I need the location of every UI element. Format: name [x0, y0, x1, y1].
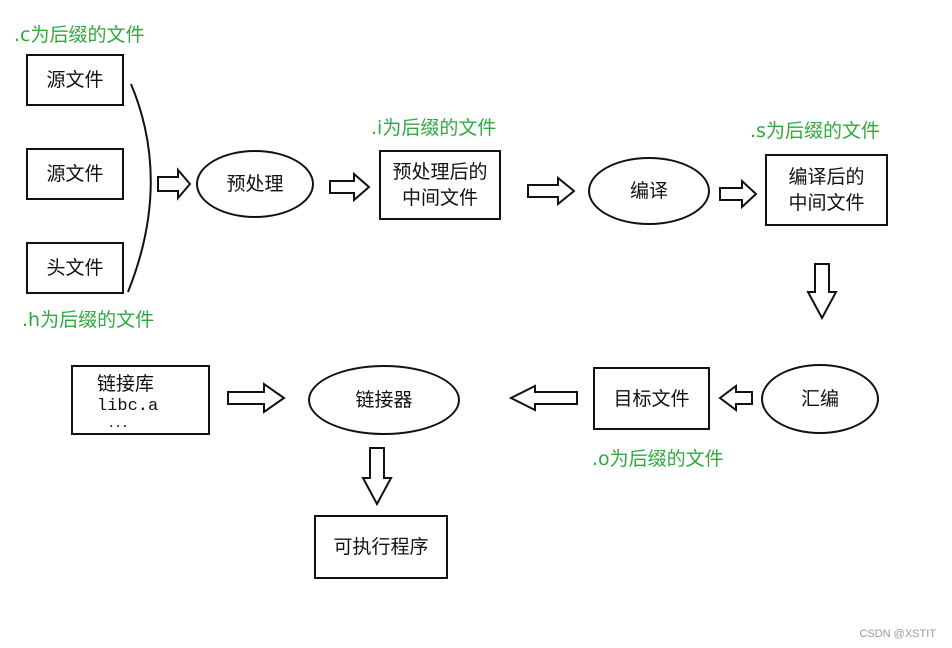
compile-label: 编译: [629, 180, 668, 202]
annotation-h-suffix: .h为后缀的文件: [22, 309, 155, 331]
arrow-library-to-linker: [227, 382, 286, 414]
preprocess-label: 预处理: [226, 173, 284, 195]
preprocessed-label-line2: 中间文件: [401, 187, 478, 209]
annotation-s-suffix: .s为后缀的文件: [750, 120, 880, 142]
preprocessed-file-box: 预处理后的 中间文件: [379, 150, 501, 220]
source-file-label-2: 源文件: [46, 163, 104, 185]
link-library-title: 链接库: [97, 373, 155, 395]
arrow-linker-to-executable: [361, 447, 393, 507]
arrow-assemble-to-object: [718, 384, 753, 412]
assemble-label: 汇编: [800, 388, 839, 410]
arrow-s-file-to-assemble: [806, 263, 838, 321]
object-file-box: 目标文件: [593, 367, 710, 430]
source-file-box-2: 源文件: [26, 148, 124, 200]
link-library-box: 链接库 libc.a ...: [71, 365, 210, 435]
link-library-more: ...: [109, 413, 130, 431]
source-file-label-1: 源文件: [46, 69, 104, 91]
annotation-i-suffix: .i为后缀的文件: [371, 117, 497, 139]
annotation-c-suffix: .c为后缀的文件: [14, 24, 145, 46]
arrow-i-file-to-compile: [527, 175, 576, 207]
assemble-ellipse: 汇编: [761, 364, 879, 434]
link-library-item: libc.a: [97, 397, 159, 416]
compiled-label-line1: 编译后的: [788, 166, 865, 188]
linker-ellipse: 链接器: [308, 365, 460, 435]
watermark: CSDN @XSTIT: [859, 628, 936, 640]
arrow-preprocess-to-i-file: [329, 171, 371, 203]
arrow-compile-to-s-file: [719, 178, 758, 210]
header-file-box: 头文件: [26, 242, 124, 294]
arrow-inputs-to-preprocess: [157, 167, 192, 201]
header-file-label: 头文件: [46, 257, 104, 279]
preprocess-ellipse: 预处理: [196, 150, 314, 218]
compile-ellipse: 编译: [588, 157, 710, 225]
compiled-label-line2: 中间文件: [788, 192, 865, 214]
annotation-o-suffix: .o为后缀的文件: [592, 448, 724, 470]
preprocessed-label-line1: 预处理后的: [392, 161, 488, 183]
source-file-box-1: 源文件: [26, 54, 124, 106]
object-file-label: 目标文件: [613, 387, 690, 410]
linker-label: 链接器: [355, 389, 413, 411]
executable-label: 可执行程序: [333, 536, 429, 558]
compiled-file-box: 编译后的 中间文件: [765, 154, 888, 226]
executable-box: 可执行程序: [314, 515, 448, 579]
input-brace: [127, 83, 152, 293]
arrow-object-to-linker: [508, 384, 578, 412]
